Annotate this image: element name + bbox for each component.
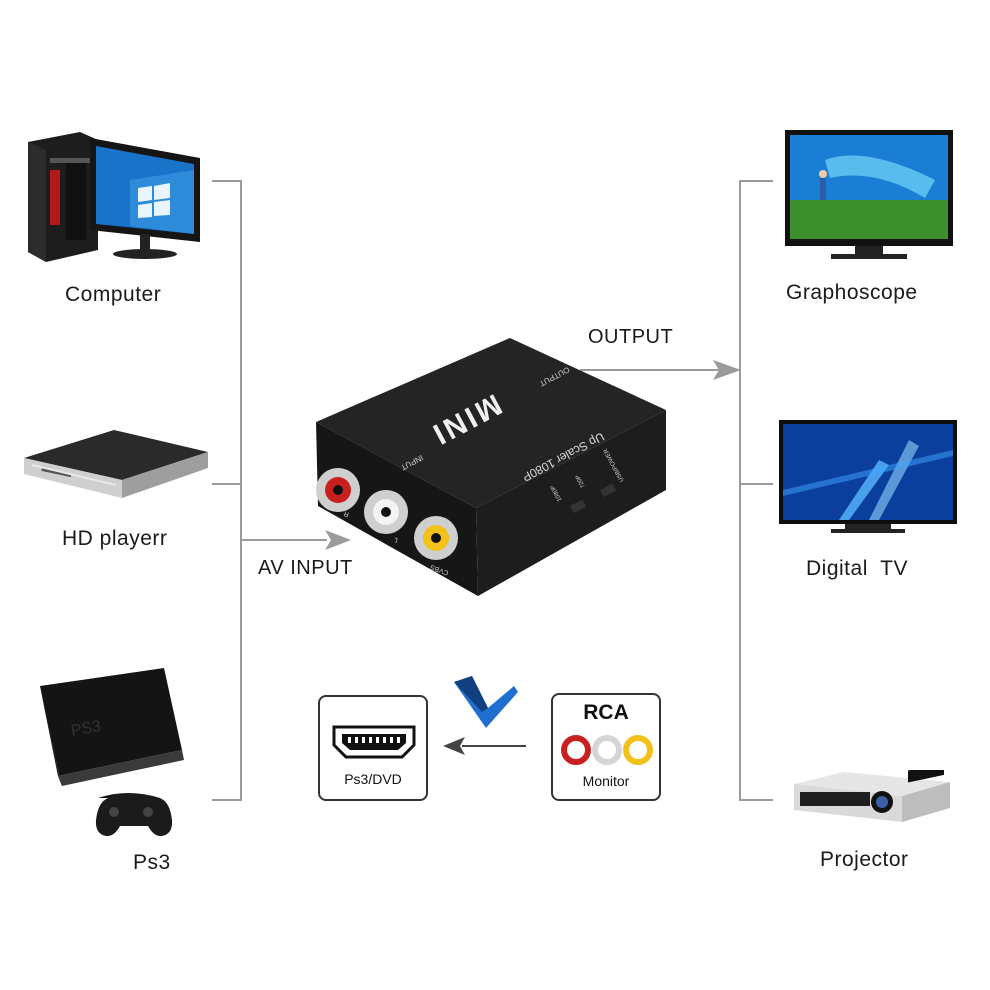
- left-bracket-middle: [212, 483, 242, 485]
- av-input-arrow-head: [325, 530, 351, 550]
- projector-label: Projector: [820, 848, 909, 871]
- converter-device: MINI Up Scaler 1080P OUTPUT INPUT R L CV…: [300, 330, 670, 600]
- output-arrow-head: [713, 360, 741, 380]
- svg-text:PS3: PS3: [70, 718, 103, 740]
- tv-icon: [785, 130, 955, 262]
- left-bracket-bottom: [212, 799, 242, 801]
- av-input-label: AV INPUT: [258, 557, 353, 579]
- hdmi-port-icon: [332, 725, 416, 759]
- projector-icon: [788, 770, 953, 830]
- right-bracket-middle: [739, 483, 773, 485]
- right-bracket-top: [739, 180, 773, 182]
- output-label: OUTPUT: [588, 326, 674, 348]
- output-arrow-line: [580, 369, 720, 371]
- digital-tv-icon: [779, 420, 959, 535]
- rca-jacks-icon: [561, 735, 653, 765]
- ps3-console-icon: PS3: [32, 666, 192, 846]
- ps3-label: Ps3: [133, 851, 171, 874]
- computer-icon: [20, 130, 220, 265]
- right-bracket-vertical: [739, 180, 741, 800]
- rca-title: RCA: [583, 701, 629, 724]
- hd-player-icon: [22, 428, 210, 500]
- legend-arrow-head: [443, 737, 465, 755]
- legend-arrow-line: [462, 745, 526, 747]
- av-input-arrow-line: [242, 539, 327, 541]
- hdmi-box: Ps3/DVD: [318, 695, 428, 801]
- computer-label: Computer: [65, 283, 162, 306]
- hd-player-label: HD playerr: [62, 527, 168, 550]
- digital-tv-label: Digital TV: [806, 557, 908, 580]
- left-bracket-top: [212, 180, 242, 182]
- check-icon: [454, 676, 518, 728]
- rca-box: RCA Monitor: [551, 693, 661, 801]
- left-bracket-vertical: [240, 180, 242, 800]
- hdmi-label: Ps3/DVD: [344, 771, 402, 787]
- right-bracket-bottom: [739, 799, 773, 801]
- rca-label: Monitor: [582, 773, 630, 789]
- graphoscope-label: Graphoscope: [786, 281, 918, 304]
